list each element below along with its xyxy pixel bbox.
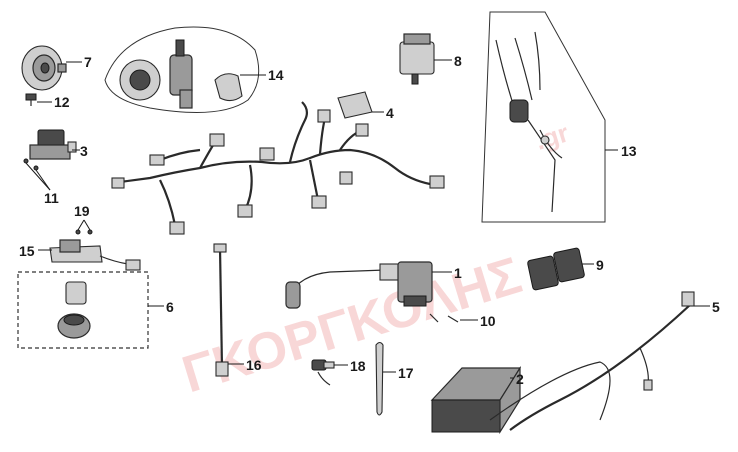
part-ignition-switch-set bbox=[104, 26, 260, 113]
label-15: 15 bbox=[19, 243, 35, 259]
part-battery-2 bbox=[430, 361, 611, 435]
part-bolt-12 bbox=[25, 93, 37, 106]
label-3: 3 bbox=[80, 143, 88, 159]
label-1: 1 bbox=[454, 265, 462, 281]
part-main-wire-harness bbox=[111, 101, 445, 235]
part-sub-harness-16 bbox=[213, 243, 229, 377]
label-2: 2 bbox=[516, 371, 524, 387]
label-11: 11 bbox=[44, 190, 59, 206]
label-13: 13 bbox=[621, 143, 637, 159]
part-relay-8 bbox=[399, 33, 435, 85]
label-17: 17 bbox=[398, 365, 414, 381]
part-screws-19 bbox=[75, 229, 93, 235]
part-ignition-coil-1 bbox=[285, 261, 433, 309]
watermark-suffix: .gr bbox=[532, 117, 573, 155]
part-fuel-pump-group bbox=[17, 239, 149, 349]
label-6: 6 bbox=[166, 299, 174, 315]
part-relays-9 bbox=[527, 247, 585, 291]
label-4: 4 bbox=[386, 105, 394, 121]
label-5: 5 bbox=[712, 299, 720, 315]
part-sensor-18 bbox=[311, 359, 335, 386]
label-10: 10 bbox=[480, 313, 496, 329]
label-8: 8 bbox=[454, 53, 462, 69]
part-battery-cable-5 bbox=[509, 291, 695, 431]
label-16: 16 bbox=[246, 357, 262, 373]
label-19: 19 bbox=[74, 203, 90, 219]
part-strap-17 bbox=[375, 341, 384, 416]
label-7: 7 bbox=[84, 54, 92, 70]
part-module-4 bbox=[337, 91, 373, 119]
part-connector-3 bbox=[29, 129, 77, 160]
label-12: 12 bbox=[54, 94, 70, 110]
label-18: 18 bbox=[350, 358, 366, 374]
part-screws-10 bbox=[429, 313, 459, 323]
part-sensor-cable-13 bbox=[481, 11, 606, 223]
label-14: 14 bbox=[268, 67, 284, 83]
part-horn bbox=[21, 45, 67, 91]
label-9: 9 bbox=[596, 257, 604, 273]
